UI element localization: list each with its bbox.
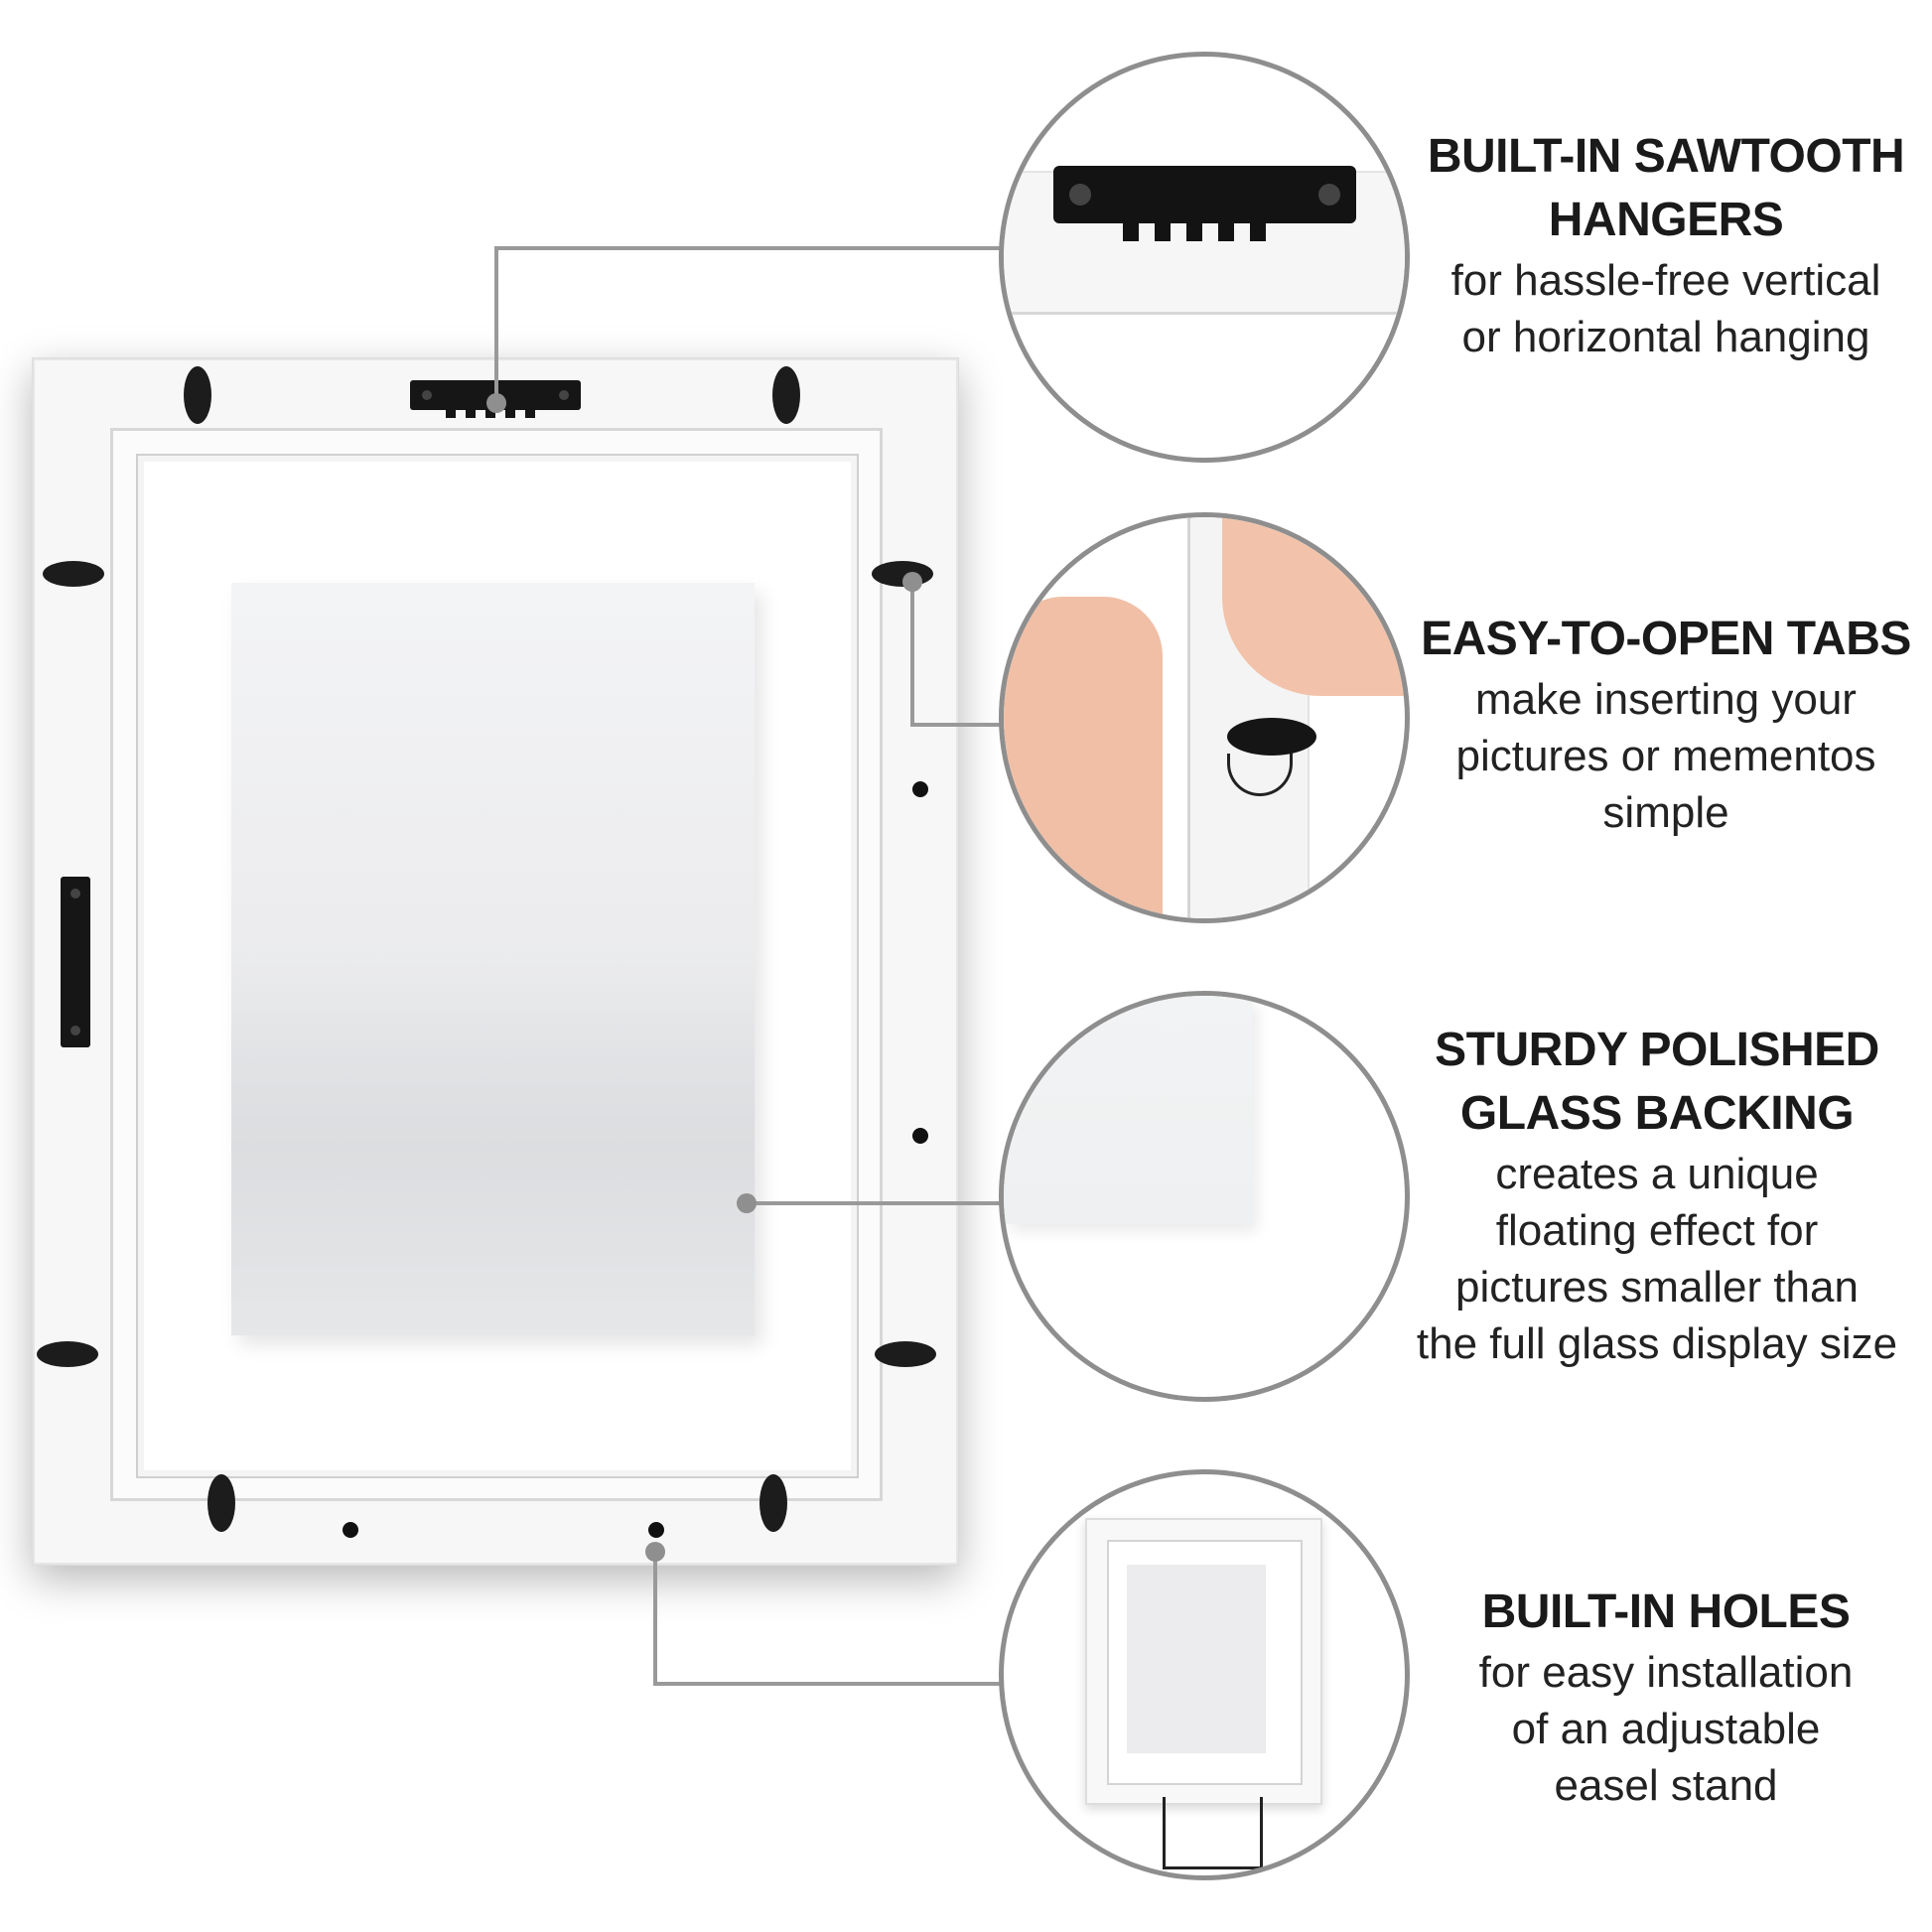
- leader-dot: [645, 1542, 665, 1562]
- callout-glass-backing: [999, 991, 1410, 1402]
- feature-description: or horizontal hanging: [1461, 313, 1870, 361]
- turn-tab-icon[interactable]: [772, 366, 800, 424]
- feature-tabs: EASY-TO-OPEN TABS make inserting your pi…: [1408, 608, 1924, 841]
- frame-back-view: [32, 357, 959, 1566]
- turn-tab-icon[interactable]: [37, 1341, 98, 1367]
- feature-title: BUILT-IN HOLES: [1481, 1586, 1851, 1638]
- easel-hole: [912, 1128, 928, 1144]
- turn-tab-icon[interactable]: [43, 561, 104, 587]
- feature-description: floating effect for: [1495, 1206, 1819, 1255]
- feature-title: EASY-TO-OPEN TABS: [1421, 613, 1911, 665]
- turn-tab-icon[interactable]: [875, 1341, 936, 1367]
- callout-easy-open-tabs: [999, 512, 1410, 923]
- sawtooth-hanger-side: [61, 877, 90, 1047]
- leader-line-tabs: [910, 723, 1002, 727]
- feature-description: make inserting your: [1475, 675, 1857, 724]
- feature-description: the full glass display size: [1416, 1319, 1898, 1368]
- callout-sawtooth-hanger: [999, 52, 1410, 463]
- turn-tab-icon[interactable]: [184, 366, 211, 424]
- feature-description: creates a unique: [1495, 1150, 1819, 1198]
- turn-tab-icon[interactable]: [759, 1474, 787, 1532]
- leader-line-hanger: [494, 246, 1001, 250]
- glass-pane-closeup: [1004, 996, 1252, 1224]
- feature-description: simple: [1602, 788, 1729, 837]
- feature-description: for easy installation: [1478, 1648, 1854, 1697]
- feature-title: STURDY POLISHED: [1435, 1024, 1879, 1076]
- sawtooth-hanger-icon: [1053, 166, 1356, 241]
- feature-glass: STURDY POLISHED GLASS BACKING creates a …: [1386, 1019, 1928, 1372]
- mini-frame: [1085, 1518, 1322, 1805]
- leader-line-glass: [747, 1201, 1003, 1205]
- leader-line-tabs: [910, 581, 914, 725]
- floating-photo: [231, 583, 755, 1335]
- feature-title: HANGERS: [1548, 194, 1784, 246]
- feature-description: of an adjustable: [1511, 1705, 1821, 1753]
- easel-hole: [912, 781, 928, 797]
- feature-sawtooth: BUILT-IN SAWTOOTH HANGERS for hassle-fre…: [1408, 125, 1924, 365]
- feature-description: pictures smaller than: [1455, 1263, 1859, 1311]
- turn-tab-icon: [1227, 718, 1316, 756]
- callout-easel-holes: [999, 1469, 1410, 1880]
- feature-description: pictures or mementos: [1455, 732, 1876, 780]
- easel-hole: [343, 1522, 358, 1538]
- hand-image: [1222, 517, 1405, 696]
- turn-tab-icon[interactable]: [207, 1474, 235, 1532]
- hand-image: [1004, 597, 1163, 918]
- feature-holes: BUILT-IN HOLES for easy installation of …: [1408, 1581, 1924, 1814]
- leader-line-hanger: [494, 246, 498, 403]
- leader-dot: [486, 393, 506, 413]
- feature-description: easel stand: [1554, 1761, 1778, 1810]
- photo-landscape: [231, 958, 755, 1335]
- easel-stand-icon: [1163, 1797, 1263, 1869]
- feature-title: BUILT-IN SAWTOOTH: [1427, 130, 1905, 183]
- leader-dot: [737, 1193, 757, 1213]
- leader-line-holes: [653, 1551, 657, 1684]
- easel-hole: [648, 1522, 664, 1538]
- feature-description: for hassle-free vertical: [1450, 256, 1881, 305]
- leader-line-holes: [653, 1682, 1003, 1686]
- feature-title: GLASS BACKING: [1459, 1087, 1855, 1140]
- leader-dot: [902, 572, 922, 592]
